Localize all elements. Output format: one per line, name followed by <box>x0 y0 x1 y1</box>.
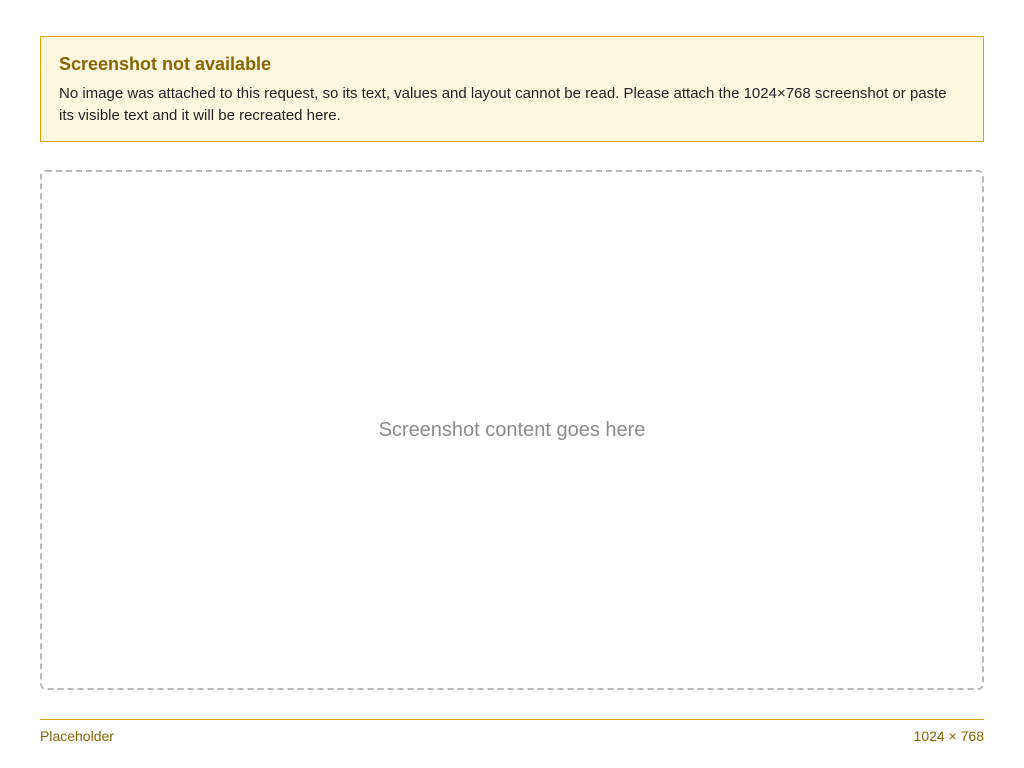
notice-body: No image was attached to this request, s… <box>59 85 947 124</box>
notice-title: Screenshot not available <box>59 54 272 74</box>
frame-label: Screenshot content goes here <box>378 418 646 441</box>
page-footer: Placeholder 1024 × 768 <box>40 719 984 744</box>
footer-right: 1024 × 768 <box>913 728 984 744</box>
footer-left: Placeholder <box>40 728 114 744</box>
missing-image-notice: Screenshot not available No image was at… <box>40 36 984 142</box>
content-frame: Screenshot content goes here <box>40 170 984 690</box>
